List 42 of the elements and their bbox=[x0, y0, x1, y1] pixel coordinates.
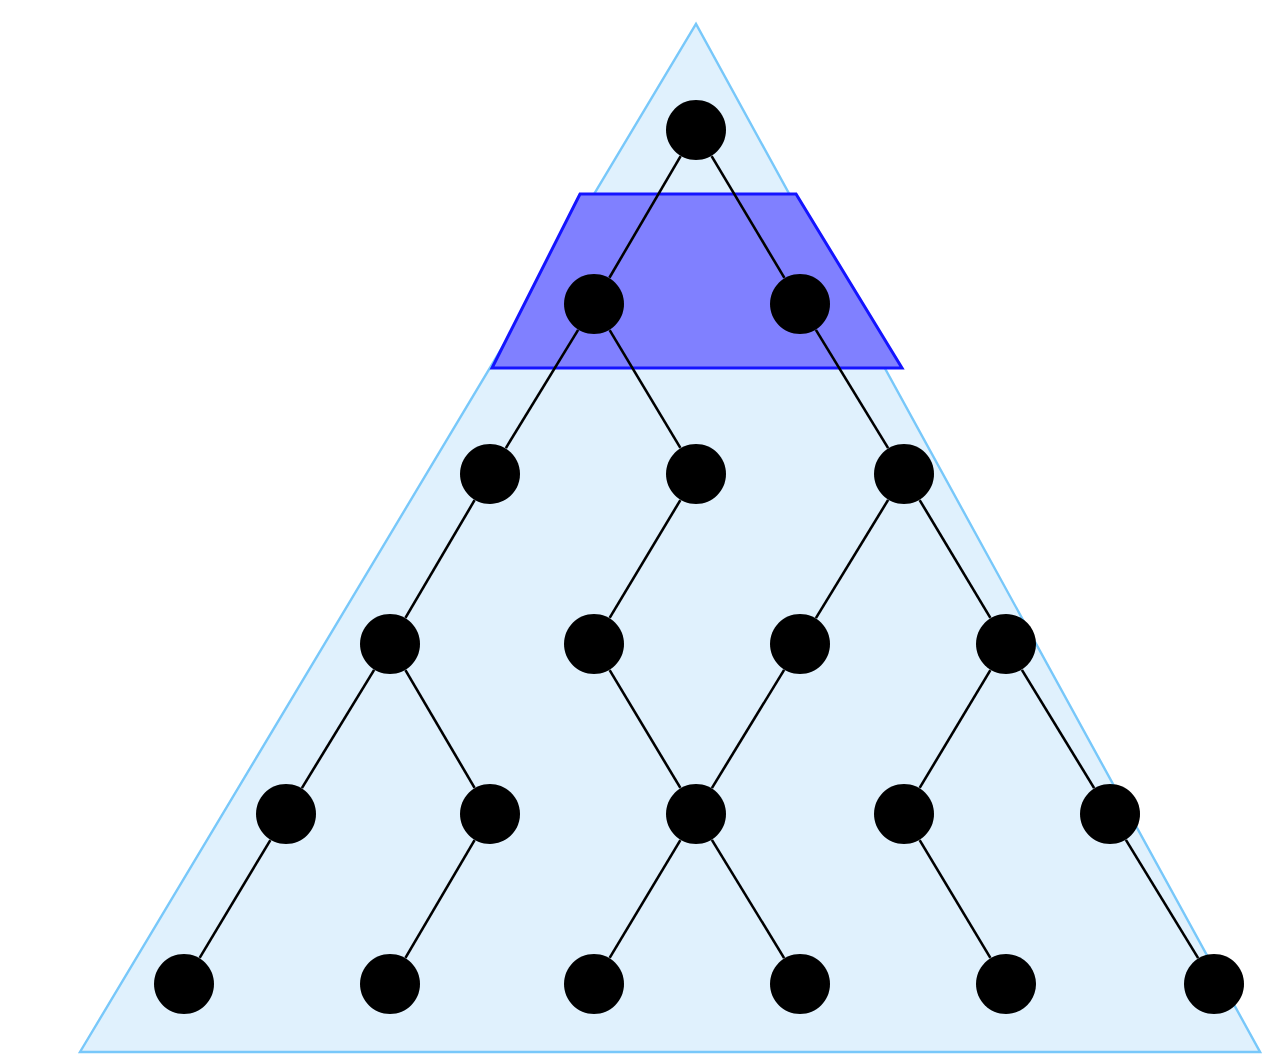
tree-edge bbox=[404, 499, 476, 619]
tree-edge bbox=[608, 669, 682, 789]
tree-node bbox=[874, 784, 934, 844]
tree-edge bbox=[198, 839, 272, 959]
tree-node bbox=[976, 954, 1036, 1014]
tree-edge bbox=[918, 499, 992, 619]
tree-edge bbox=[404, 839, 476, 959]
tree-node bbox=[154, 954, 214, 1014]
tree-node bbox=[976, 614, 1036, 674]
tree-edge bbox=[1020, 669, 1096, 789]
tree-edge bbox=[608, 329, 682, 449]
tree-node bbox=[460, 784, 520, 844]
tree-edge bbox=[300, 669, 376, 789]
tree-edge bbox=[918, 839, 992, 959]
tree-edge bbox=[404, 669, 476, 789]
tree-node bbox=[460, 444, 520, 504]
tree-node bbox=[666, 444, 726, 504]
tree-edge bbox=[918, 669, 992, 789]
tree-edge bbox=[504, 329, 580, 449]
tree-node bbox=[256, 784, 316, 844]
tree-node bbox=[1184, 954, 1244, 1014]
tree-node bbox=[666, 784, 726, 844]
tree-edge bbox=[608, 155, 682, 279]
tree-node bbox=[564, 954, 624, 1014]
tree-node bbox=[564, 614, 624, 674]
tree-edge bbox=[814, 329, 890, 449]
tree-node bbox=[770, 274, 830, 334]
tree-node bbox=[360, 954, 420, 1014]
tree-node bbox=[360, 614, 420, 674]
tree-node bbox=[770, 954, 830, 1014]
tree-edge bbox=[814, 499, 890, 619]
tree-edge bbox=[710, 669, 786, 789]
tree-edge bbox=[608, 499, 682, 619]
tree-edge bbox=[710, 155, 786, 279]
tree-edge bbox=[710, 839, 786, 959]
tree-node bbox=[1080, 784, 1140, 844]
tree-node bbox=[564, 274, 624, 334]
tree-node bbox=[874, 444, 934, 504]
tree-node bbox=[770, 614, 830, 674]
tree-node bbox=[666, 100, 726, 160]
tree-edge bbox=[608, 839, 682, 959]
tree-edge bbox=[1124, 839, 1200, 959]
